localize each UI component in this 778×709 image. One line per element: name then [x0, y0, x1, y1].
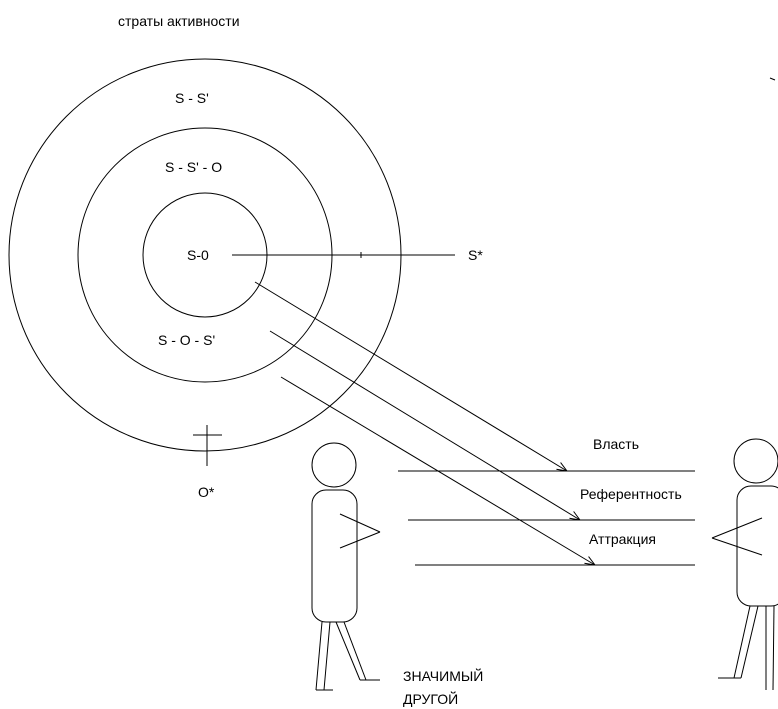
label-attraction: Аттракция: [589, 531, 656, 547]
label-lower-stratum: S - O - S': [158, 332, 215, 348]
arrow-inner-to-power: [254, 281, 567, 471]
left-person-figure: [311, 442, 381, 691]
diagram-title: страты активности: [118, 13, 240, 29]
label-reference: Референтность: [580, 486, 682, 502]
label-middle-stratum: S - S' - O: [165, 159, 222, 175]
arrow-middle-to-reference: [269, 330, 580, 520]
label-power: Власть: [593, 436, 639, 452]
label-inner-stratum: S-0: [187, 247, 209, 263]
caption-line-2: ДРУГОЙ: [403, 690, 458, 707]
caption-line-1: ЗНАЧИМЫЙ: [403, 667, 483, 684]
stray-mark: [769, 77, 776, 81]
arrow-outer-to-attraction: [280, 376, 595, 565]
label-outer-stratum: S - S': [175, 90, 209, 106]
label-o-star: O*: [198, 484, 215, 500]
right-person-figure: [711, 438, 778, 691]
label-s-star: S*: [468, 247, 483, 263]
